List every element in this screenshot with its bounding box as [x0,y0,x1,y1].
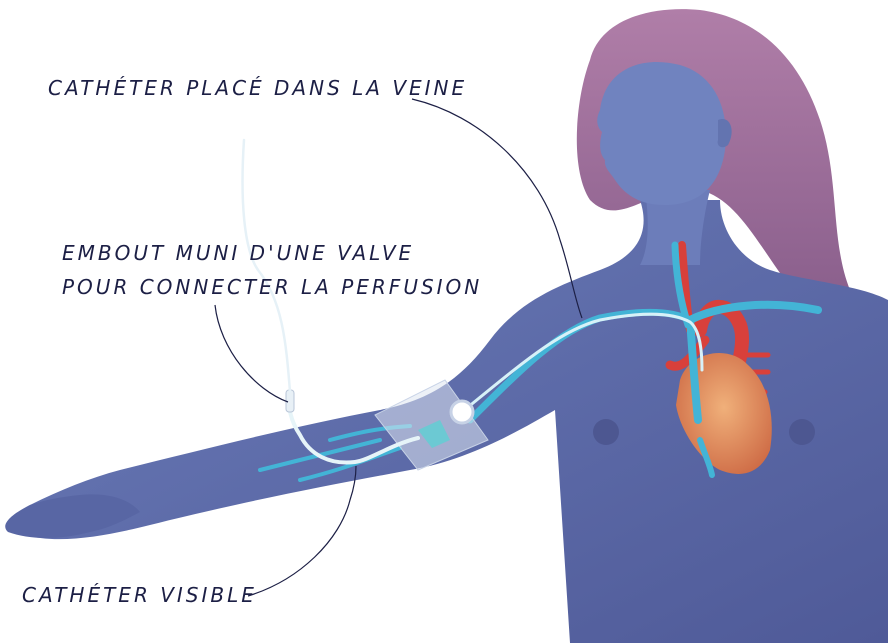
catheter-hub [451,401,473,423]
label-catheter-in-vein: CATHÉTER PLACÉ DANS LA VEINE [48,73,467,103]
label-valve-line-1: EMBOUT MUNI D'UNE VALVE [62,238,414,268]
nipple-right [789,419,815,445]
label-valve-line-2: POUR CONNECTER LA PERFUSION [62,272,482,302]
label-visible-catheter: CATHÉTER VISIBLE [22,580,257,610]
nipple-left [593,419,619,445]
leader-line-valve [215,305,288,402]
valve-cap [286,390,294,412]
